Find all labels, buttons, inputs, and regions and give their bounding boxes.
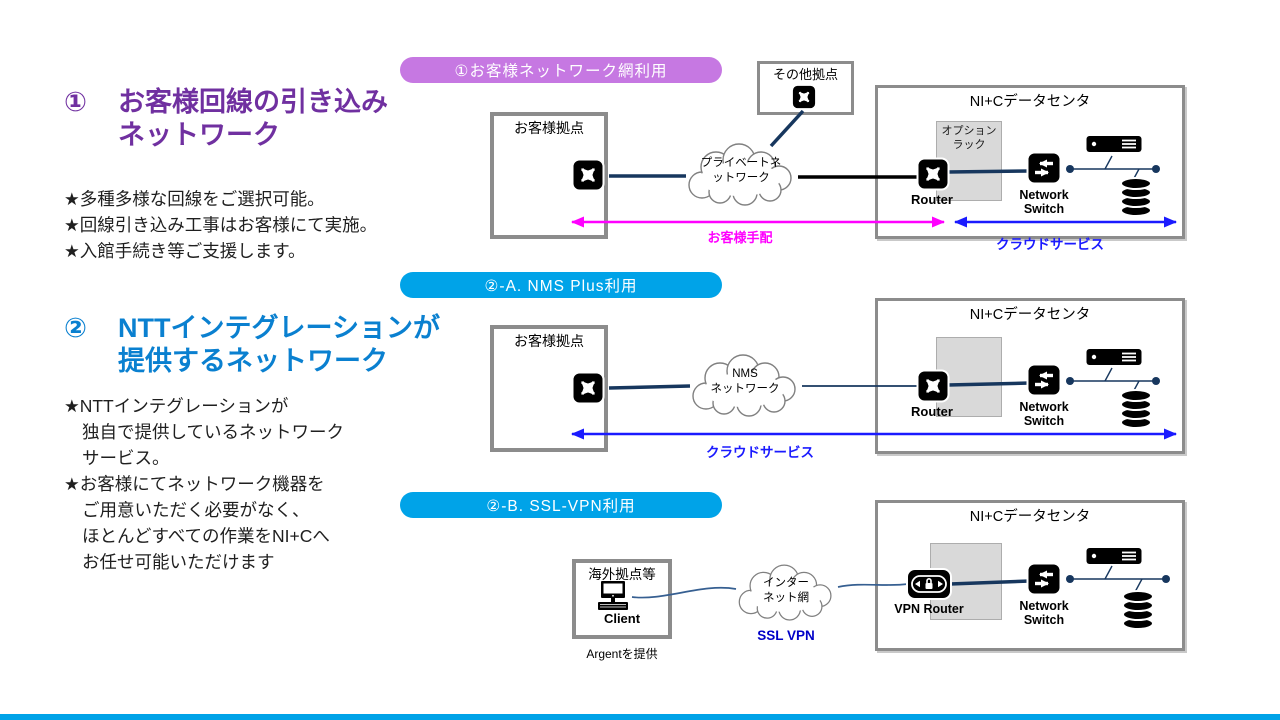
nms-network-cloud-text: NMS ネットワーク <box>710 368 780 395</box>
bullet: ★入館手続き等ご支援します。 <box>64 241 306 261</box>
network-switch-icon <box>1026 363 1062 397</box>
bullet: ★NTTインテグレーションが <box>64 396 289 416</box>
ssl-vpn-label: SSL VPN <box>757 628 815 643</box>
bullet: ★回線引き込み工事はお客様にて実施。 <box>64 215 378 235</box>
server-icon <box>1086 134 1142 154</box>
customer-site-label-1: お客様拠点 <box>514 120 584 136</box>
pill-nms-plus: ②-A. NMS Plus利用 <box>400 272 722 298</box>
vpn-router-icon <box>906 568 952 600</box>
other-site-label: その他拠点 <box>772 67 838 82</box>
section1-title: お客様回線の引き込み ネットワーク <box>118 87 388 150</box>
vpn-router-label: VPN Router <box>894 602 964 616</box>
bullet: ★多種多様な回線をご選択可能。 <box>64 189 325 209</box>
network-switch-icon <box>1026 151 1062 185</box>
section2-heading: ② NTTインテグレーションが 提供するネットワーク <box>64 312 484 378</box>
internet-cloud-text: インター ネット網 <box>763 577 809 604</box>
private-network-cloud <box>682 143 800 207</box>
bullet: お任せ可能いただけます <box>82 552 275 572</box>
section2-bullets: ★NTTインテグレーションが 独自で提供しているネットワーク サービス。 ★お客… <box>64 393 484 575</box>
datacenter-title-3: NI+Cデータセンタ <box>969 509 1091 525</box>
router-icon <box>791 84 817 110</box>
router-icon <box>571 158 605 192</box>
router-label-2: Router <box>911 404 953 419</box>
section1-number: ① <box>64 87 87 117</box>
database-icon <box>1119 177 1153 217</box>
overseas-site-label: 海外拠点等 <box>588 567 656 582</box>
bullet: ご用意いただく必要がなく、 <box>82 500 310 520</box>
argent-note: Argentを提供 <box>586 647 658 661</box>
switch-label-2: Network Switch <box>1019 400 1069 429</box>
server-icon <box>1086 546 1142 566</box>
overseas-site-box <box>572 559 672 639</box>
network-switch-icon <box>1026 562 1062 596</box>
customer-site-label-2: お客様拠点 <box>514 333 584 349</box>
customer-arrange-label: お客様手配 <box>707 230 773 245</box>
section1-bullets: ★多種多様な回線をご選択可能。 ★回線引き込み工事はお客様にて実施。 ★入館手続… <box>64 186 484 264</box>
section2-title: NTTインテグレーションが 提供するネットワーク <box>118 313 440 376</box>
cloud-service-label-1: クラウドサービス <box>996 237 1104 252</box>
section1-heading: ① お客様回線の引き込み ネットワーク <box>64 86 464 152</box>
pill-ssl-vpn: ②-B. SSL-VPN利用 <box>400 492 722 518</box>
datacenter-title-2: NI+Cデータセンタ <box>969 307 1091 323</box>
bullet: ほとんどすべての作業をNI+Cへ <box>82 526 330 546</box>
database-icon <box>1119 389 1153 429</box>
nms-network-cloud <box>686 354 804 418</box>
router-label-1: Router <box>911 192 953 207</box>
cloud-service-label-2: クラウドサービス <box>706 445 814 460</box>
router-icon <box>916 369 950 403</box>
section2-number: ② <box>64 313 87 343</box>
router-icon <box>916 157 950 191</box>
switch-label-3: Network Switch <box>1019 599 1069 628</box>
router-icon <box>571 371 605 405</box>
footer-accent-bar <box>0 714 1280 720</box>
internet-cloud <box>733 563 839 623</box>
client-computer-icon <box>596 581 630 611</box>
datacenter-title-1: NI+Cデータセンタ <box>969 94 1091 110</box>
bullet: サービス。 <box>82 448 170 468</box>
client-label: Client <box>603 611 641 626</box>
database-icon <box>1121 590 1155 630</box>
bullet: 独自で提供しているネットワーク <box>82 422 344 442</box>
server-icon <box>1086 347 1142 367</box>
private-network-cloud-text: プライベートネ ットワーク <box>700 157 782 184</box>
pill-customer-network: ①お客様ネットワーク網利用 <box>400 57 722 83</box>
switch-label-1: Network Switch <box>1019 188 1069 217</box>
bullet: ★お客様にてネットワーク機器を <box>64 474 325 494</box>
